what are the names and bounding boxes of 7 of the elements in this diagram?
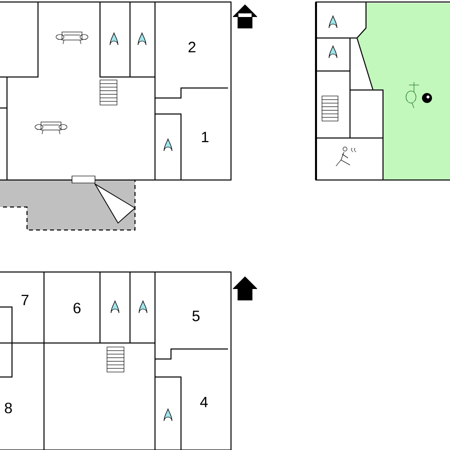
room-number: 7 <box>22 294 28 306</box>
room-number: 8 <box>4 402 12 414</box>
room-number: 1 <box>202 132 208 142</box>
room-number: 6 <box>74 302 81 314</box>
room-number: 2 <box>188 42 196 52</box>
room-number: 4 <box>200 396 208 408</box>
room-number: 5 <box>192 310 200 322</box>
